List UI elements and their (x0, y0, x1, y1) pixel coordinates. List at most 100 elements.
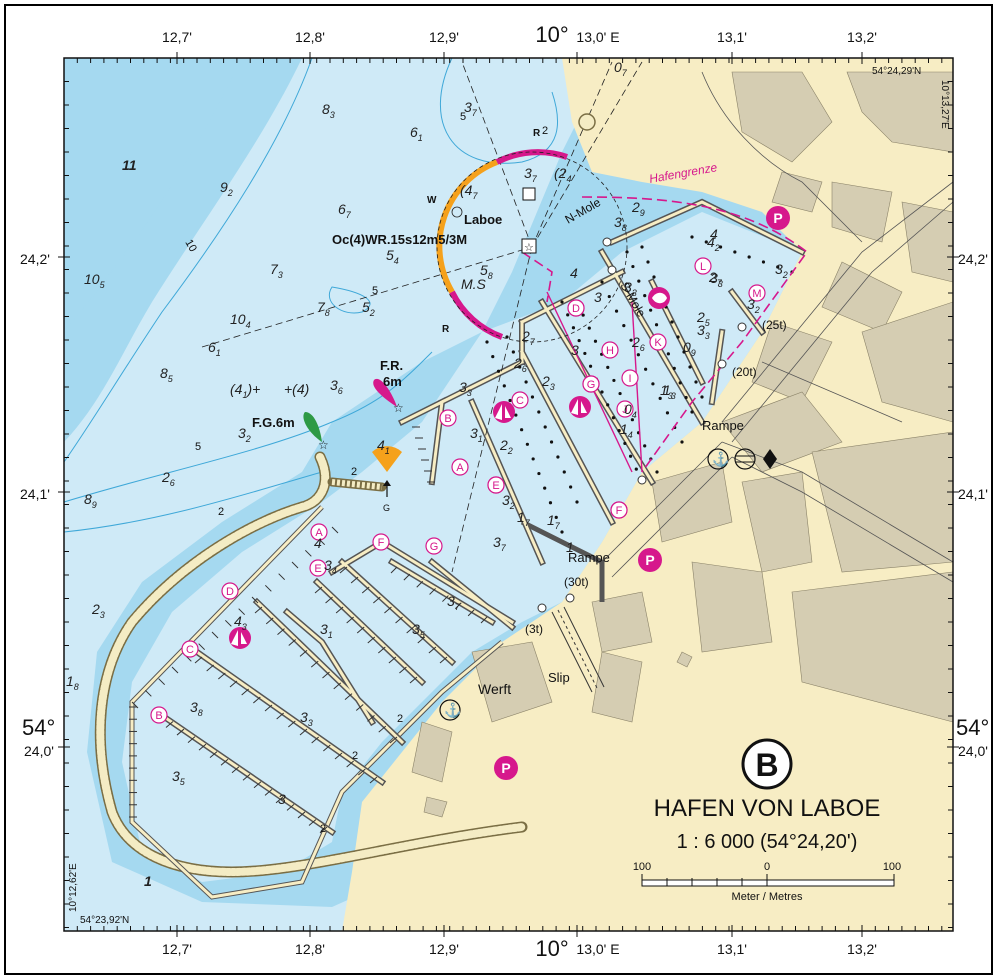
rock-icon (578, 113, 596, 131)
sounding: 33 (624, 279, 637, 298)
svg-text:M: M (752, 288, 761, 300)
nautical-chart: ☆ ☆ ☆ ⚓ ⚓ (20, 22, 989, 961)
green-light-icon: ☆ (303, 412, 329, 452)
svg-text:24,2': 24,2' (20, 251, 50, 267)
corner-coordinate: 10°13,27'E (939, 80, 950, 129)
sounding: 23 (541, 373, 555, 392)
fog-label: G (383, 503, 390, 513)
latitude-labels-right: 24,2' 24,1' 54° 24,0' (956, 251, 989, 759)
harbour-limit (581, 196, 809, 473)
main-light-icon: ☆ (521, 238, 537, 254)
contour-label: 2 (397, 713, 403, 725)
sounding: 37 (464, 99, 478, 118)
berth-letter: A (451, 458, 469, 476)
crane-label: (20t) (732, 365, 757, 379)
red-sector-arc-north (495, 149, 568, 165)
contour-label: 10 (182, 238, 199, 255)
sounding: 14 (620, 421, 633, 440)
sounding: 36 (330, 377, 343, 396)
svg-text:D: D (572, 303, 580, 315)
berth-letter: I (621, 369, 639, 387)
sounding: 42 (707, 234, 720, 253)
berth-letter: B (150, 706, 168, 724)
svg-text:24,1': 24,1' (958, 486, 988, 502)
corner-coordinate: 54°24,29'N (872, 66, 921, 77)
latitude-labels-left: 24,2' 24,1' 54° 24,0' (20, 251, 55, 759)
sounding: 09 (683, 339, 696, 358)
berth-letter: M (748, 284, 766, 302)
sounding: 105 (84, 271, 106, 290)
place-label: Slip (548, 670, 570, 685)
contour-label: 5 (372, 285, 378, 297)
red-light-icon: ☆ (373, 378, 404, 415)
contour-label: 5 (460, 111, 466, 123)
ms-label: M.S (461, 276, 487, 292)
svg-text:12,9': 12,9' (429, 29, 459, 45)
slip-ramp (551, 606, 605, 693)
svg-text:⚓: ⚓ (712, 451, 729, 468)
sounding: 67 (338, 201, 352, 220)
chart-scale: 1 : 6 000 (54°24,20') (677, 831, 858, 853)
sounding: 13 (663, 382, 676, 401)
berth-letter: E (309, 559, 327, 577)
chart-frame: ☆ ☆ ☆ ⚓ ⚓ (4, 4, 993, 975)
sounding: 34 (324, 557, 337, 576)
sounding: 104 (230, 311, 251, 330)
contour-label: 2 (542, 125, 548, 137)
light-label: 6m (383, 374, 402, 389)
svg-text:C: C (186, 644, 194, 656)
sounding: 61 (208, 339, 221, 358)
berth-letter: C (181, 640, 199, 658)
chart-letter: B (755, 747, 778, 783)
sounding: 4 (710, 226, 718, 242)
sounding: 35 (412, 621, 426, 640)
place-label: Werft (478, 681, 511, 697)
berth-letters: ABCDEFGABCDEFGHIJKLMDEFG (150, 257, 766, 724)
svg-text:H: H (606, 345, 614, 357)
svg-text:L: L (700, 261, 706, 273)
roads (601, 71, 954, 583)
berth-ticks (129, 426, 488, 834)
sounding: 33 (710, 270, 723, 289)
wreck-icon (451, 206, 463, 218)
sounding: 35 (172, 768, 186, 787)
svg-text:D: D (226, 586, 234, 598)
mooring-dots (485, 235, 794, 534)
svg-text:P: P (501, 760, 510, 776)
svg-text:24,1': 24,1' (20, 486, 50, 502)
svg-text:12,8': 12,8' (295, 941, 325, 957)
sounding: 89 (84, 491, 97, 510)
svg-text:13,1': 13,1' (717, 29, 747, 45)
sounding: 43 (234, 613, 247, 632)
buildings (411, 71, 954, 818)
sounding: 22 (499, 437, 513, 456)
berth-letter: K (649, 333, 667, 351)
svg-text:E: E (314, 563, 321, 575)
sounding: 27 (521, 328, 536, 347)
svg-text:A: A (456, 462, 464, 474)
sounding: 3 (594, 289, 602, 305)
sounding: 18 (66, 673, 79, 692)
marina-icon (493, 401, 515, 423)
svg-text:C: C (516, 395, 524, 407)
svg-text:13,0' E: 13,0' E (576, 941, 619, 957)
crane-label: (25t) (762, 318, 787, 332)
svg-text:P: P (645, 552, 654, 568)
svg-text:K: K (654, 337, 662, 349)
svg-text:54°: 54° (22, 715, 55, 740)
longitude-labels-bottom: 12,7' 12,8' 12,9' 10° 13,0' E 13,1' 13,2… (162, 936, 877, 961)
berth-letter: J (616, 400, 634, 418)
svg-text:A: A (315, 527, 323, 539)
sounding: 4 (314, 535, 322, 551)
sounding: 61 (410, 124, 423, 143)
berth-letter: D (221, 582, 239, 600)
sounding: 3 (571, 342, 579, 358)
sector-label: R (442, 324, 450, 335)
sounding: 32 (775, 261, 788, 280)
sounding: 27 (708, 269, 723, 288)
sounding: 04 (624, 401, 637, 420)
svg-text:⚓: ⚓ (444, 702, 461, 719)
berth-letter: A (310, 523, 328, 541)
marina-icon (569, 396, 591, 418)
